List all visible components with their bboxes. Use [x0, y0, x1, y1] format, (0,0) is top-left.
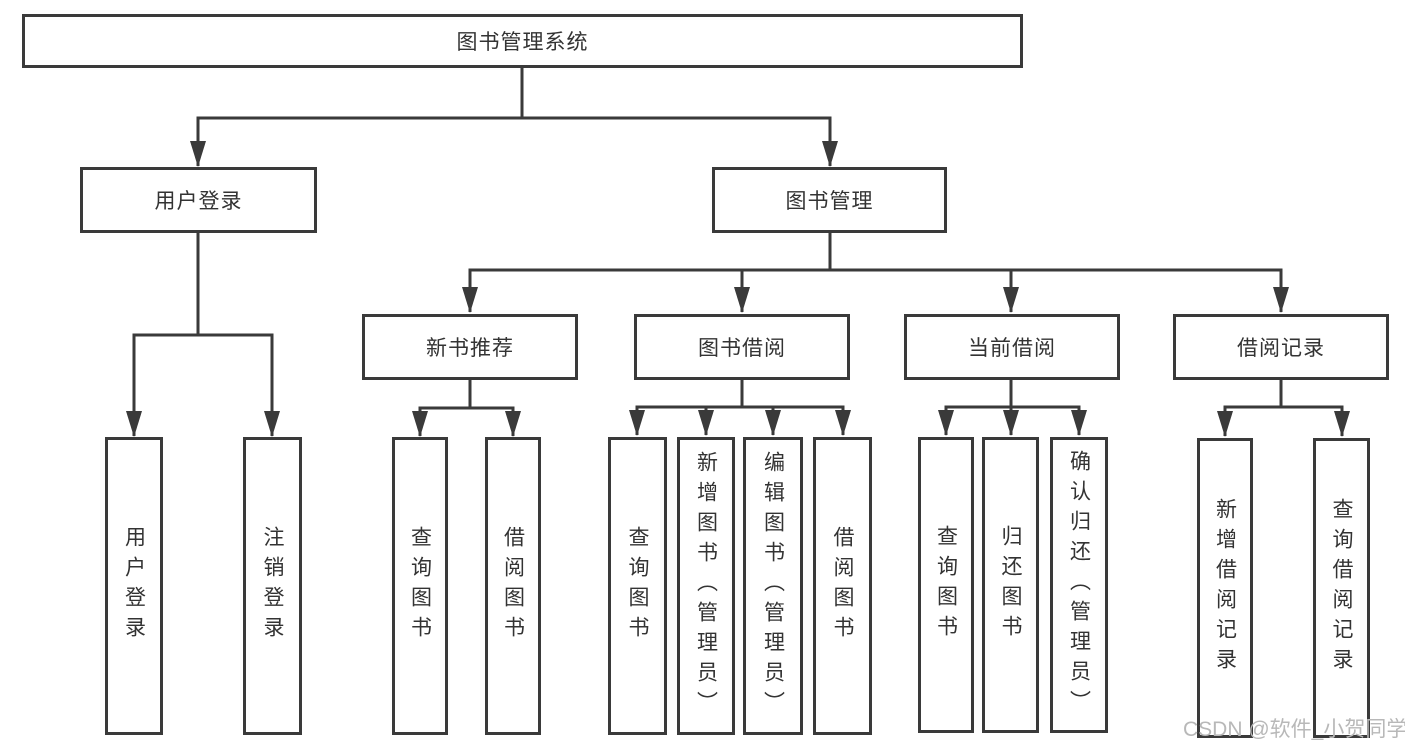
leaf-borrow-book: 借阅图书	[813, 437, 872, 735]
node-root-label: 图书管理系统	[456, 31, 589, 54]
connector-paths	[132, 66, 1344, 436]
leaf-current-query-label: 查询图书	[934, 525, 958, 645]
leaf-newbook-query-label: 查询图书	[408, 526, 432, 646]
leaf-logout-label: 注销登录	[261, 526, 284, 646]
node-root: 图书管理系统	[22, 14, 1023, 68]
node-book-borrow: 图书借阅	[634, 314, 850, 380]
leaf-borrow-add-book-label: 新增图书（管理员）	[694, 451, 718, 721]
leaf-borrow-edit-book: 编辑图书（管理员）	[743, 437, 803, 735]
node-current-borrow-label: 当前借阅	[968, 337, 1056, 360]
leaf-borrow-add-book: 新增图书（管理员）	[677, 437, 735, 735]
node-new-book-recommend: 新书推荐	[362, 314, 578, 380]
leaf-add-record-label: 新增借阅记录	[1213, 498, 1237, 678]
leaf-borrow-query: 查询图书	[608, 437, 667, 735]
leaf-borrow-edit-book-label: 编辑图书（管理员）	[761, 451, 785, 721]
node-borrow-record: 借阅记录	[1173, 314, 1389, 380]
arrowhead-icons	[126, 141, 1350, 437]
leaf-confirm-return-label: 确认归还（管理员）	[1067, 450, 1091, 720]
node-new-book-recommend-label: 新书推荐	[426, 337, 514, 360]
leaf-user-login-label: 用户登录	[122, 526, 146, 646]
csdn-watermark: CSDN @软件_小贺同学	[1183, 718, 1405, 741]
node-borrow-record-label: 借阅记录	[1237, 337, 1325, 360]
node-user-login-label: 用户登录	[154, 190, 243, 213]
leaf-logout: 注销登录	[243, 437, 302, 735]
leaf-return-book-label: 归还图书	[999, 525, 1022, 645]
node-user-login: 用户登录	[80, 167, 317, 233]
node-book-borrow-label: 图书借阅	[698, 337, 786, 360]
leaf-borrow-query-label: 查询图书	[626, 526, 649, 646]
leaf-confirm-return: 确认归还（管理员）	[1050, 437, 1108, 733]
leaf-borrow-book-label: 借阅图书	[831, 526, 854, 646]
leaf-newbook-borrow-label: 借阅图书	[501, 526, 525, 646]
leaf-current-query: 查询图书	[918, 437, 974, 733]
node-book-management-label: 图书管理	[785, 190, 874, 213]
leaf-user-login: 用户登录	[105, 437, 163, 735]
leaf-add-record: 新增借阅记录	[1197, 438, 1253, 738]
leaf-return-book: 归还图书	[982, 437, 1039, 733]
leaf-newbook-borrow: 借阅图书	[485, 437, 541, 735]
leaf-query-record-label: 查询借阅记录	[1330, 498, 1353, 678]
leaf-newbook-query: 查询图书	[392, 437, 448, 735]
node-book-management: 图书管理	[712, 167, 947, 233]
node-current-borrow: 当前借阅	[904, 314, 1120, 380]
leaf-query-record: 查询借阅记录	[1313, 438, 1370, 738]
